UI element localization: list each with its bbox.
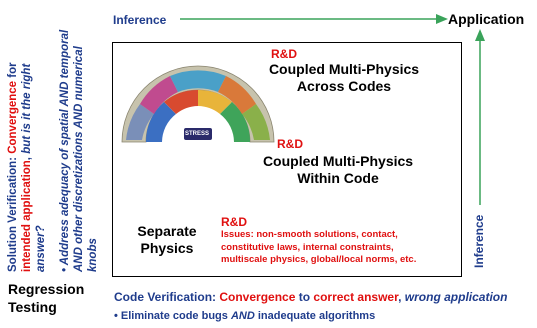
rd-label-issues: R&D — [221, 215, 247, 229]
top-inference-arrow — [180, 14, 448, 24]
application-label: Application — [448, 11, 525, 27]
separate-physics: Separate Physics — [137, 223, 197, 256]
code-verification-line: Code Verification: Convergence to correc… — [114, 290, 508, 304]
regression-testing: Regression Testing — [8, 281, 85, 315]
physics-coupling-image — [121, 65, 275, 143]
image-center-label: STRESS — [185, 131, 210, 137]
right-inference-arrow — [475, 29, 485, 205]
rd-label-across: R&D — [271, 47, 297, 61]
discretization-bullet: • Address adequacy of spatial AND tempor… — [59, 29, 99, 272]
rd-label-within: R&D — [277, 137, 303, 151]
image-title: PHYSICS COUPLING — [165, 45, 235, 52]
coupled-across-codes: Coupled Multi-Physics Across Codes — [268, 61, 420, 94]
eliminate-bugs-bullet: • Eliminate code bugs AND inadequate alg… — [114, 310, 376, 322]
issues-text: Issues: non-smooth solutions, contact, c… — [221, 229, 417, 265]
top-inference-label: Inference — [113, 13, 167, 27]
coupled-within-code: Coupled Multi-Physics Within Code — [262, 153, 414, 186]
right-inference-label: Inference — [472, 214, 486, 268]
physics-hierarchy-box: PHYSICS COUPLING STRESS R&D Coupled Mult… — [112, 42, 462, 277]
solution-verification-text: Solution Verification: Convergence for i… — [7, 62, 47, 272]
